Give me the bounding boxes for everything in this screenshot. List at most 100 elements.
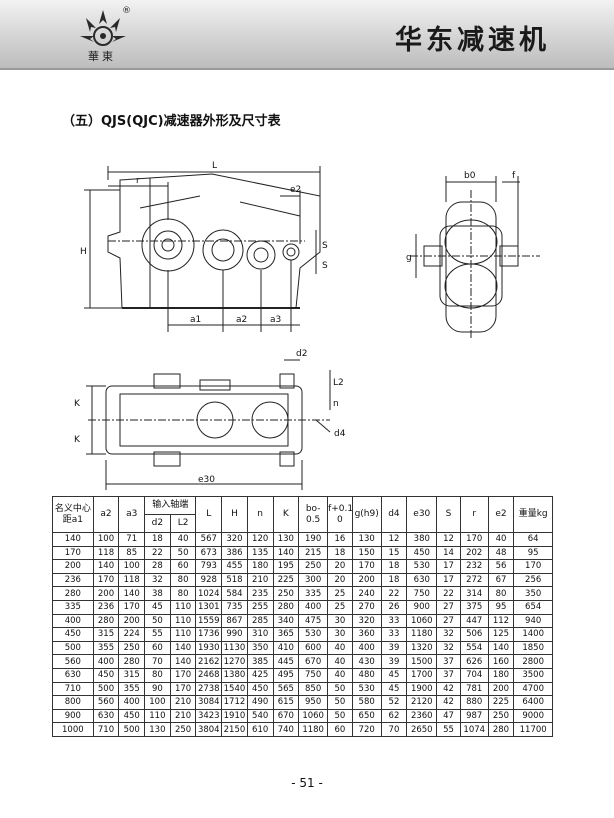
table-cell: 70 — [380, 722, 408, 737]
table-cell: 315 — [118, 667, 146, 683]
table-cell: 850 — [298, 681, 329, 697]
table-cell: 280 — [92, 613, 120, 629]
col-S: S — [436, 496, 461, 533]
table-cell: 380 — [406, 532, 438, 547]
table-cell: 940 — [513, 613, 553, 629]
table-cell: 1910 — [221, 708, 248, 724]
table-cell: 450 — [118, 708, 146, 724]
table-cell: 38 — [144, 586, 171, 601]
top-view — [86, 359, 331, 490]
table-cell: 3423 — [195, 708, 223, 724]
table-cell: 710 — [52, 681, 94, 697]
table-cell: 615 — [272, 695, 300, 710]
table-cell: 70 — [144, 654, 171, 669]
table-cell: 375 — [459, 599, 489, 615]
table-cell: 80 — [169, 586, 197, 601]
table-cell: 410 — [272, 640, 300, 656]
table-cell: 200 — [92, 586, 120, 601]
dimension-table: 名义中心距a1 a2 a3 输入轴端 L H n K bo-0.5 f+0.1 … — [52, 496, 553, 737]
table-cell: 110 — [169, 627, 197, 642]
table-cell: 280 — [487, 722, 515, 737]
table-cell: 447 — [459, 613, 489, 629]
table-cell: 33 — [380, 627, 408, 642]
table-cell: 530 — [351, 681, 382, 697]
table-cell: 50 — [327, 695, 353, 710]
table-cell: 400 — [298, 599, 329, 615]
table-cell: 2650 — [406, 722, 438, 737]
brand-title: 华东减速机 — [395, 25, 550, 56]
dim-L2: L2 — [333, 378, 344, 388]
table-cell: 987 — [459, 708, 489, 724]
table-cell: 56 — [487, 559, 515, 574]
table-cell: 40 — [169, 532, 197, 547]
table-cell: 2738 — [195, 681, 223, 697]
table-cell: 280 — [118, 654, 146, 669]
table-cell: 25 — [327, 586, 353, 601]
table-cell: 20 — [327, 572, 353, 588]
col-f: f+0.1 0 — [327, 496, 353, 533]
table-cell: 100 — [144, 695, 171, 710]
table-cell: 150 — [351, 545, 382, 561]
table-cell: 180 — [246, 559, 274, 574]
table-cell: 475 — [298, 613, 329, 629]
dim-S-bottom: S — [322, 261, 328, 271]
col-K: K — [272, 496, 300, 533]
table-cell: 255 — [246, 599, 274, 615]
table-cell: 235 — [246, 586, 274, 601]
table-cell: 170 — [92, 572, 120, 588]
col-g: g(h9) — [351, 496, 382, 533]
table-cell: 455 — [221, 559, 248, 574]
table-cell: 530 — [406, 559, 438, 574]
table-cell: 130 — [144, 722, 171, 737]
table-cell: 355 — [92, 640, 120, 656]
table-cell: 47 — [436, 708, 461, 724]
col-L: L — [195, 496, 223, 533]
table-cell: 110 — [144, 708, 171, 724]
table-cell: 250 — [118, 640, 146, 656]
dim-d2: d2 — [296, 349, 307, 359]
table-cell: 15 — [380, 545, 408, 561]
table-cell: 400 — [92, 654, 120, 669]
table-cell: 130 — [351, 532, 382, 547]
table-cell: 22 — [436, 586, 461, 601]
table-cell: 1850 — [513, 640, 553, 656]
table-cell: 580 — [351, 695, 382, 710]
table-cell: 67 — [487, 572, 515, 588]
table-cell: 71 — [118, 532, 146, 547]
table-cell: 190 — [298, 532, 329, 547]
table-cell: 1180 — [298, 722, 329, 737]
dim-r: r — [136, 176, 140, 186]
table-cell: 490 — [246, 695, 274, 710]
col-a3: a3 — [118, 496, 146, 533]
table-cell: 400 — [118, 695, 146, 710]
table-cell: 40 — [327, 654, 353, 669]
col-H: H — [221, 496, 248, 533]
table-cell: 340 — [272, 613, 300, 629]
table-cell: 1930 — [195, 640, 223, 656]
table-cell: 210 — [169, 708, 197, 724]
col-a2: a2 — [92, 496, 120, 533]
table-cell: 506 — [459, 627, 489, 642]
table-cell: 450 — [52, 627, 94, 642]
table-cell: 2150 — [221, 722, 248, 737]
table-cell: 1130 — [221, 640, 248, 656]
table-cell: 1380 — [221, 667, 248, 683]
table-cell: 140 — [52, 532, 94, 547]
dim-f: f — [512, 171, 516, 181]
table-cell: 554 — [459, 640, 489, 656]
table-cell: 430 — [351, 654, 382, 669]
table-cell: 272 — [459, 572, 489, 588]
table-cell: 210 — [169, 695, 197, 710]
table-cell: 285 — [246, 613, 274, 629]
table-cell: 60 — [144, 640, 171, 656]
table-cell: 365 — [272, 627, 300, 642]
table-cell: 170 — [351, 559, 382, 574]
table-cell: 17 — [436, 572, 461, 588]
table-cell: 40 — [327, 667, 353, 683]
table-cell: 80 — [487, 586, 515, 601]
table-cell: 170 — [459, 532, 489, 547]
